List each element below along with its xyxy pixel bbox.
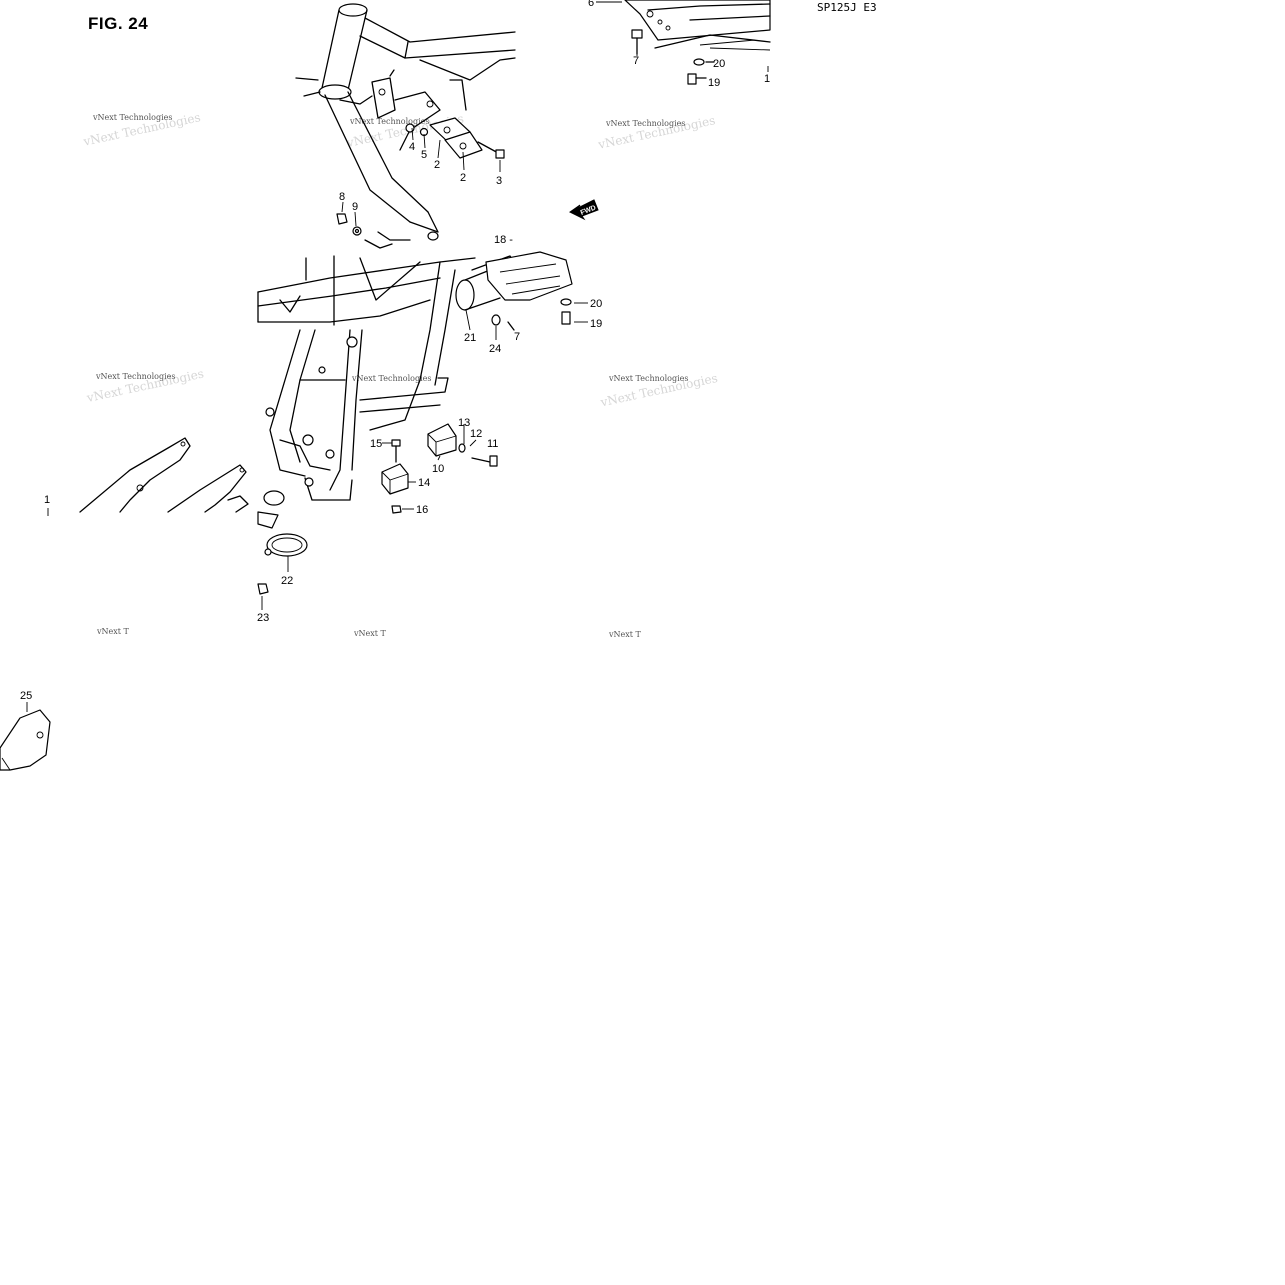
callout-9: 9 [352, 201, 358, 213]
figure-title: FIG. 24 [88, 14, 149, 33]
callout-13: 13 [458, 417, 470, 429]
leader-lines [26, 1, 769, 712]
callout-labels: 6 7 20 19 1 4 5 2 2 3 8 9 18 - 20 19 21 … [20, 0, 770, 702]
callout-2: 2 [460, 172, 466, 184]
mud-guard-drawing [0, 709, 51, 771]
callout-2: 2 [434, 159, 440, 171]
watermark: vNext Technologies [349, 117, 429, 126]
callout-14: 14 [418, 477, 430, 489]
watermark-partial: vNext T [353, 629, 387, 638]
callout-22: 22 [281, 575, 293, 587]
watermark: vNext Technologies [608, 374, 688, 383]
callout-15: 15 [370, 438, 382, 450]
watermark: vNext Technologies [95, 372, 175, 381]
callout-18: 18 - [494, 234, 513, 246]
callout-1: 1 [764, 73, 770, 85]
callout-6: 6 [588, 0, 594, 9]
frame-upper-drawing [295, 3, 516, 249]
callout-25: 25 [20, 690, 32, 702]
skid-plate-upper-drawing [624, 0, 771, 85]
watermark-partial: vNext T [96, 627, 130, 636]
frame-lower-drawing [257, 251, 573, 514]
watermark: vNext Technologies [351, 374, 431, 383]
callout-5: 5 [421, 149, 427, 161]
callout-4: 4 [409, 141, 415, 153]
callout-16: 16 [416, 504, 428, 516]
model-code: SP125J E3 [817, 1, 877, 14]
callout-8: 8 [339, 191, 345, 203]
watermark-partial: vNext T [608, 630, 642, 639]
callout-23: 23 [257, 612, 269, 624]
callout-10: 10 [432, 463, 444, 475]
callout-3: 3 [496, 175, 502, 187]
watermark-group: vNext Technologies vNext Technologies vN… [81, 110, 719, 639]
watermark: vNext Technologies [92, 113, 172, 122]
callout-19: 19 [590, 318, 602, 330]
callout-19: 19 [708, 77, 720, 89]
callout-20: 20 [590, 298, 602, 310]
forward-direction-arrow: FWD [569, 199, 599, 221]
callout-12: 12 [470, 428, 482, 440]
callout-20: 20 [713, 58, 725, 70]
watermark: vNext Technologies [605, 119, 685, 128]
callout-11: 11 [487, 438, 498, 450]
callout-24: 24 [489, 343, 501, 355]
callout-7: 7 [633, 55, 639, 67]
callout-21: 21 [464, 332, 476, 344]
clamp-parts-drawing [257, 490, 308, 595]
side-rail-drawing [79, 437, 249, 513]
callout-1: 1 [44, 494, 50, 506]
callout-7: 7 [514, 331, 520, 343]
